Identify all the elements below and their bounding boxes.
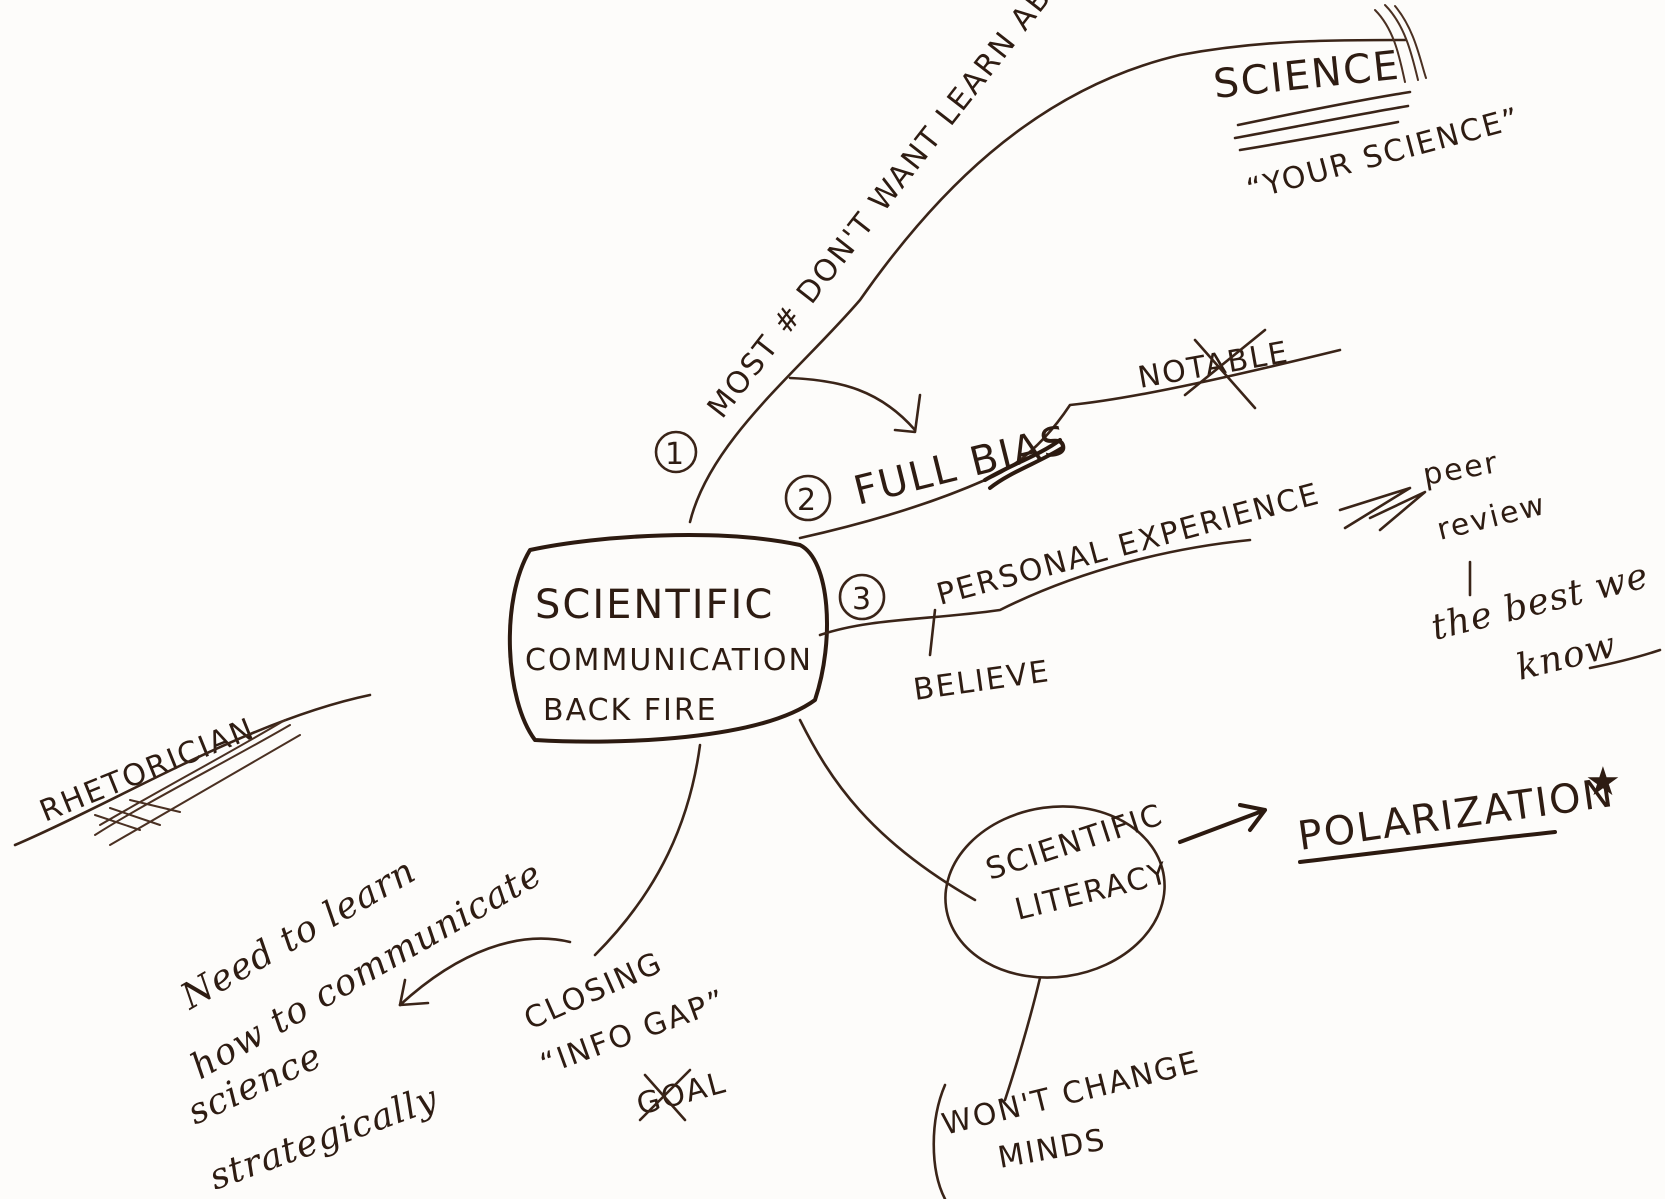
rhetorician-underline (13, 693, 372, 847)
central-node-line1: SCIENTIFIC (535, 582, 774, 628)
branch3-peer-line2: review (1433, 487, 1549, 548)
branch3-label: PERSONAL EXPERIENCE (933, 477, 1324, 613)
rhetorician-hatch (94, 719, 301, 846)
branch3-best-line2: know (1512, 624, 1620, 688)
branch1-end-hatch (1374, 4, 1427, 83)
branch2-connector (798, 348, 1342, 540)
branch3-connector (818, 538, 1252, 637)
branch2-number: 2 (797, 483, 818, 518)
branch3-double-arrow (1338, 486, 1427, 532)
branch1-quote: “YOUR SCIENCE” (1243, 101, 1524, 208)
branch2-emphasis (983, 438, 1064, 490)
branch1-connector (688, 38, 1407, 524)
branch3-best-line1: the best we (1427, 555, 1653, 649)
branch1-label: MOST # DON'T WANT LEARN ABOUT (701, 0, 1102, 425)
literacy-below-bracket (932, 1083, 947, 1199)
polarization-label: POLARIZATION (1295, 770, 1617, 860)
branch1-to-bias-arrow (788, 376, 917, 432)
literacy-to-polarization-arrow (1178, 803, 1267, 844)
branch2-number-circle (784, 474, 832, 522)
branch3-peer-line1: peer (1420, 445, 1501, 493)
central-node-line2: COMMUNICATION (525, 643, 813, 678)
branch2-end-label: NOTABLE (1135, 335, 1292, 396)
gap-to-strategy-arrowhead (398, 978, 430, 1007)
literacy-connector (798, 718, 977, 902)
branch2-strike (1183, 328, 1267, 410)
central-node-border (507, 533, 829, 744)
branch3-number: 3 (852, 582, 873, 617)
gap-connector (593, 743, 702, 957)
branch1-number: 1 (665, 437, 686, 472)
branch1-number-circle (654, 430, 698, 474)
gap-to-strategy-arrow (398, 937, 572, 1007)
literacy-below-line2: MINDS (995, 1122, 1109, 1175)
polarization-underline (1298, 830, 1557, 864)
branch3-number-circle (838, 573, 886, 621)
branch1-to-bias-arrowhead (893, 393, 922, 434)
polarization-star-icon: ★ (1585, 759, 1623, 805)
rhetorician-label: RHETORICIAN (35, 711, 260, 829)
gap-strike (638, 1068, 692, 1122)
literacy-circle (944, 805, 1166, 979)
branch1-end-underline (1233, 90, 1412, 152)
branch2-label: FULL BIAS (849, 417, 1073, 515)
branch3-best-underline (1588, 648, 1662, 670)
branch3-sub-label: BELIEVE (911, 654, 1052, 708)
branch3-sub-connector (928, 608, 937, 657)
central-node: SCIENTIFIC COMMUNICATION BACK FIRE (525, 582, 813, 728)
literacy-below-connector (1003, 976, 1042, 1102)
central-node-line3: BACK FIRE (543, 693, 718, 728)
